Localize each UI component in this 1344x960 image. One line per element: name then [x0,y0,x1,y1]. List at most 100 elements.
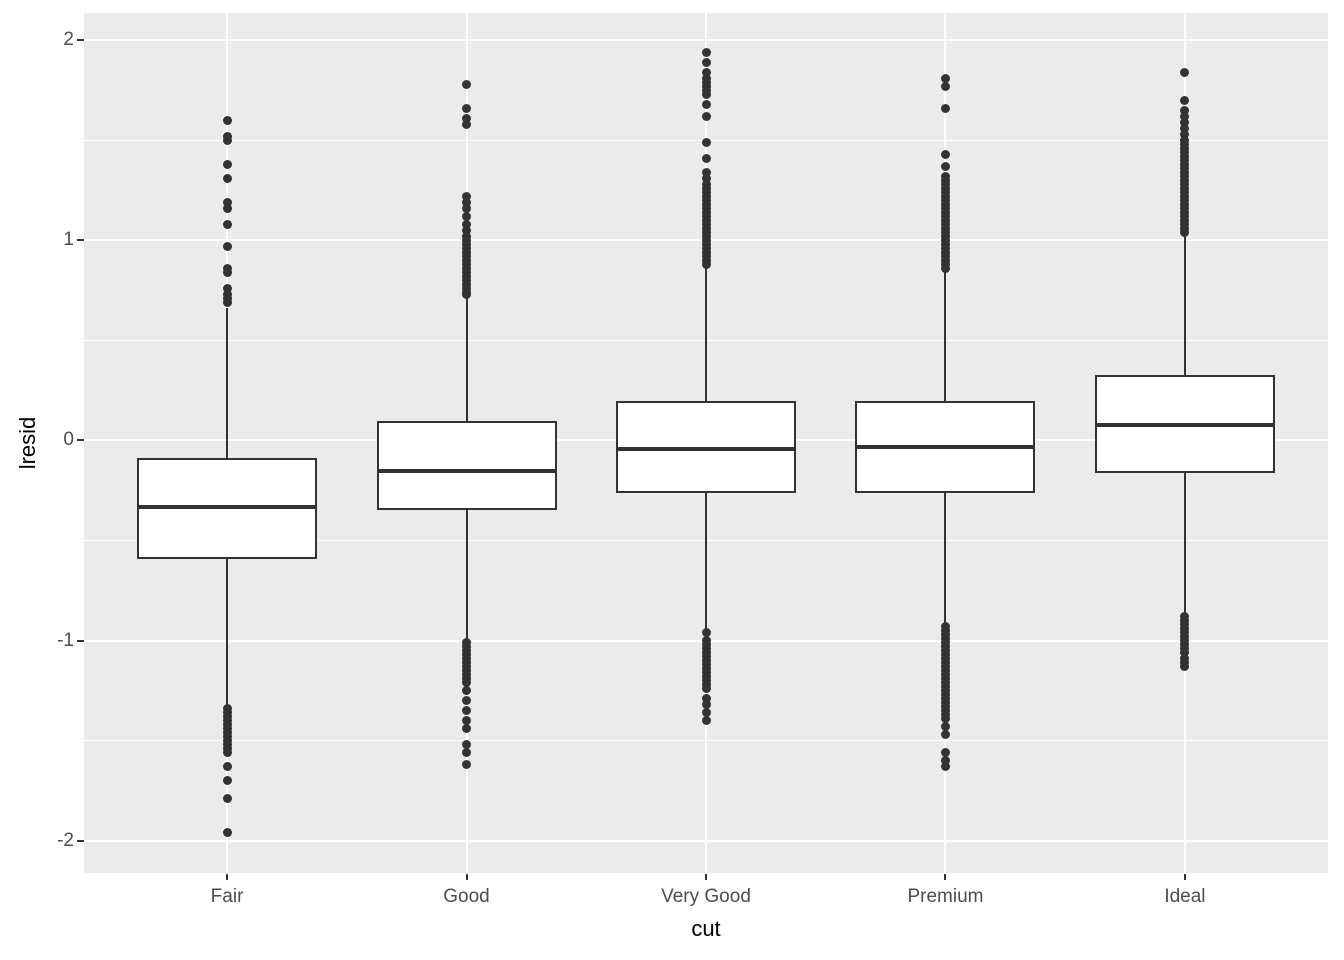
outlier-point [222,115,232,125]
outlier-point [940,149,950,159]
outlier-point [462,748,472,758]
outlier-point [701,111,711,121]
outlier-point [222,135,232,145]
outlier-point [462,696,472,706]
outlier-point [940,714,950,724]
outlier-point [222,219,232,229]
outlier-point [222,748,232,758]
x-tick-label: Good [443,886,490,907]
outlier-point [940,762,950,772]
boxplot-median [378,468,555,473]
outlier-point [701,167,711,177]
outlier-point [462,219,472,229]
y-tick-label: 1 [63,229,74,251]
outlier-point [701,67,711,77]
outlier-point [701,259,711,269]
outlier-point [701,99,711,109]
outlier-point [222,173,232,183]
outlier-point [1180,111,1190,121]
outlier-point [940,103,950,113]
outlier-point [222,241,232,251]
outlier-point [462,103,472,113]
outlier-point [1180,67,1190,77]
outlier-point [1180,227,1190,237]
x-tick-mark [226,874,229,880]
outlier-point [701,47,711,57]
y-tick-mark [77,239,84,242]
x-tick-label: Very Good [661,886,751,907]
outlier-point [222,297,232,307]
x-tick-label: Fair [210,886,244,907]
outlier-point [462,211,472,221]
outlier-point [701,89,711,99]
x-tick-mark [465,874,468,880]
outlier-point [701,173,711,183]
outlier-point [222,762,232,772]
outlier-point [462,197,472,207]
outlier-point [701,628,711,638]
y-tick-label: -2 [57,829,74,851]
outlier-point [940,263,950,273]
outlier-point [701,684,711,694]
outlier-point [462,203,472,213]
outlier-point [462,724,472,734]
outlier-point [222,794,232,804]
outlier-point [462,678,472,688]
outlier-point [222,203,232,213]
outlier-point [462,225,472,235]
outlier-point [940,161,950,171]
y-tick-label: -1 [57,629,74,651]
outlier-point [701,708,711,718]
outlier-point [462,119,472,129]
outlier-point [222,197,232,207]
boxplot-median [618,446,794,451]
outlier-point [462,716,472,726]
outlier-point [1180,648,1190,658]
boxplot-median [857,444,1034,449]
outlier-point [701,153,711,163]
outlier-point [222,828,232,838]
outlier-point [462,79,472,89]
outlier-point [222,159,232,169]
outlier-point [940,73,950,83]
outlier-point [1180,129,1190,139]
y-tick-label: 2 [63,29,74,51]
boxplot-box [376,421,557,510]
outlier-point [462,289,472,299]
outlier-point [1180,95,1190,105]
x-tick-label: Premium [907,886,984,907]
outlier-point [462,191,472,201]
y-tick-mark [77,439,84,442]
outlier-point [701,694,711,704]
outlier-point [940,748,950,758]
y-tick-mark [77,39,84,42]
x-axis-title: cut [691,916,721,941]
outlier-point [1180,662,1190,672]
y-tick-mark [77,639,84,642]
outlier-point [701,57,711,67]
outlier-point [462,686,472,696]
x-tick-mark [705,874,707,880]
x-tick-mark [1183,874,1186,880]
boxplot-median [139,504,316,509]
x-tick-label: Ideal [1164,886,1206,907]
outlier-point [701,137,711,147]
outlier-point [1180,117,1190,127]
y-tick-label: 0 [63,429,74,451]
outlier-point [462,706,472,716]
outlier-point [701,716,711,726]
x-tick-mark [944,874,947,880]
outlier-point [940,81,950,91]
outlier-point [1180,123,1190,133]
outlier-point [1180,105,1190,115]
outlier-point [222,776,232,786]
outlier-point [462,113,472,123]
outlier-point [222,267,232,277]
outlier-point [462,740,472,750]
outlier-point [222,283,232,293]
outlier-point [940,730,950,740]
outlier-point [462,760,472,770]
y-tick-mark [77,839,84,842]
y-axis-title: lresid [15,416,40,470]
